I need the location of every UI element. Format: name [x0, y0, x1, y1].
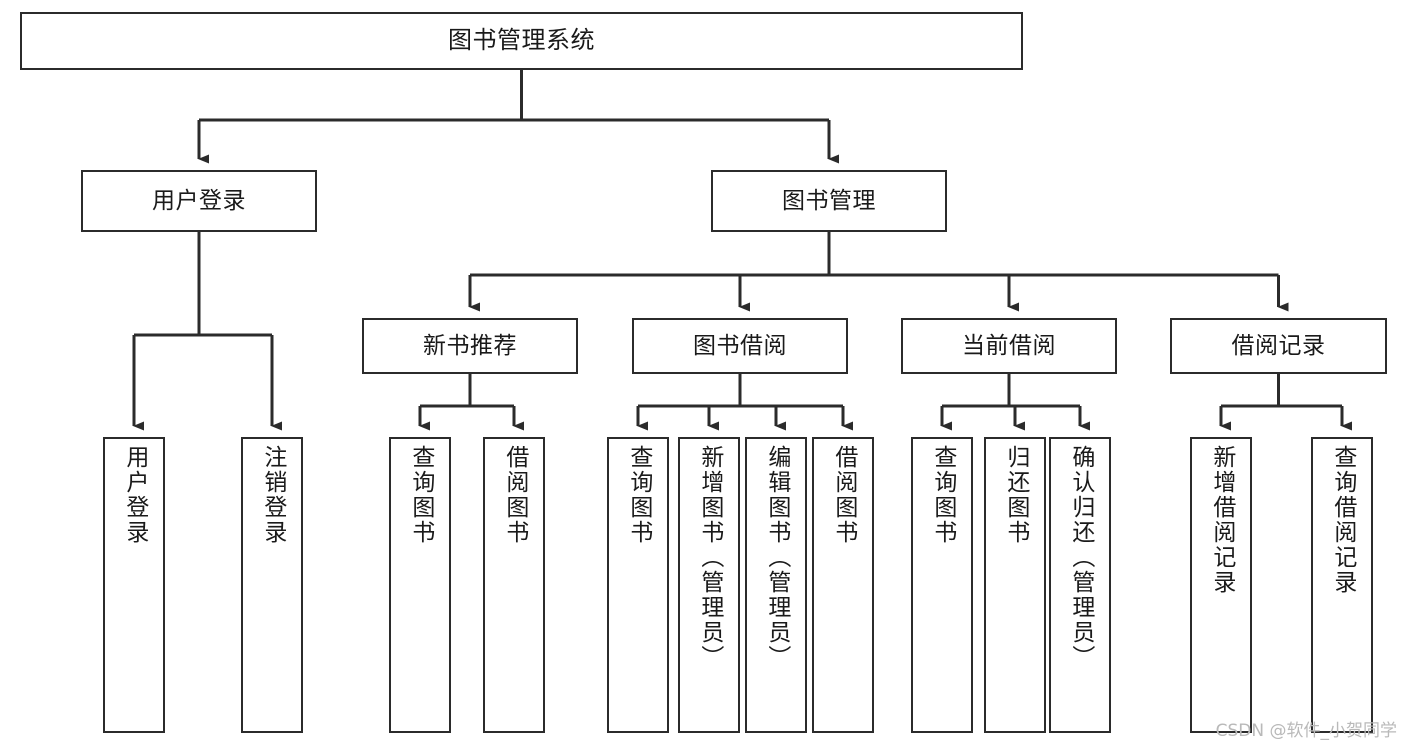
node-label-leaf-borrow-book-2: 借阅图书 [830, 445, 857, 545]
node-label-current-borrow: 当前借阅 [962, 332, 1056, 359]
node-leaf-edit-book[interactable]: 编辑图书（管理员） [745, 437, 807, 733]
node-leaf-query-book-1[interactable]: 查询图书 [389, 437, 451, 733]
node-leaf-user-logout[interactable]: 注销登录 [241, 437, 303, 733]
node-label-new-book-rec: 新书推荐 [423, 332, 517, 359]
node-label-leaf-query-record: 查询借阅记录 [1329, 445, 1356, 595]
node-label-book-manage: 图书管理 [782, 187, 876, 214]
node-label-leaf-add-record: 新增借阅记录 [1208, 445, 1235, 595]
node-leaf-add-book[interactable]: 新增图书（管理员） [678, 437, 740, 733]
node-leaf-confirm-return[interactable]: 确认归还（管理员） [1049, 437, 1111, 733]
node-user-login[interactable]: 用户登录 [81, 170, 317, 232]
node-leaf-borrow-book-2[interactable]: 借阅图书 [812, 437, 874, 733]
node-leaf-user-login[interactable]: 用户登录 [103, 437, 165, 733]
node-label-book-borrow: 图书借阅 [693, 332, 787, 359]
node-leaf-borrow-book-1[interactable]: 借阅图书 [483, 437, 545, 733]
node-leaf-return-book[interactable]: 归还图书 [984, 437, 1046, 733]
watermark-label: CSDN @软件_小贺同学 [1215, 721, 1397, 741]
node-book-manage[interactable]: 图书管理 [711, 170, 947, 232]
node-borrow-record[interactable]: 借阅记录 [1170, 318, 1387, 374]
node-label-leaf-query-book-3: 查询图书 [929, 445, 956, 545]
node-label-leaf-edit-book: 编辑图书（管理员） [763, 445, 790, 670]
node-leaf-add-record[interactable]: 新增借阅记录 [1190, 437, 1252, 733]
node-label-leaf-borrow-book-1: 借阅图书 [501, 445, 528, 545]
node-leaf-query-record[interactable]: 查询借阅记录 [1311, 437, 1373, 733]
node-leaf-query-book-3[interactable]: 查询图书 [911, 437, 973, 733]
node-new-book-rec[interactable]: 新书推荐 [362, 318, 578, 374]
node-leaf-query-book-2[interactable]: 查询图书 [607, 437, 669, 733]
node-label-leaf-confirm-return: 确认归还（管理员） [1067, 445, 1094, 670]
node-current-borrow[interactable]: 当前借阅 [901, 318, 1117, 374]
node-label-leaf-user-login: 用户登录 [121, 445, 148, 545]
node-book-borrow[interactable]: 图书借阅 [632, 318, 848, 374]
node-label-leaf-return-book: 归还图书 [1002, 445, 1029, 545]
node-root[interactable]: 图书管理系统 [20, 12, 1023, 70]
node-label-leaf-add-book: 新增图书（管理员） [696, 445, 723, 670]
node-label-user-login: 用户登录 [152, 187, 246, 214]
node-label-borrow-record: 借阅记录 [1231, 332, 1326, 359]
node-label-leaf-query-book-1: 查询图书 [407, 445, 434, 545]
node-label-root: 图书管理系统 [448, 26, 595, 55]
node-label-leaf-user-logout: 注销登录 [259, 445, 286, 545]
node-label-leaf-query-book-2: 查询图书 [625, 445, 652, 545]
